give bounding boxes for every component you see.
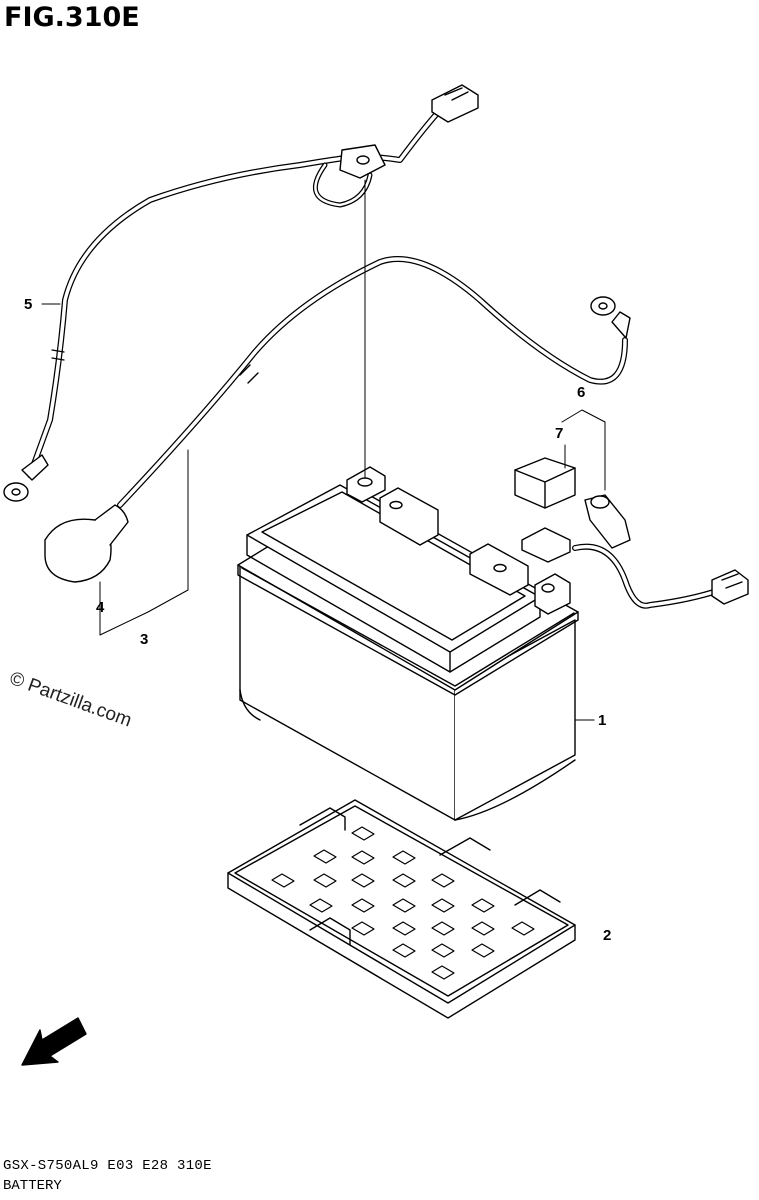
callout-2[interactable]: 2: [603, 927, 612, 944]
leader-lines: [41, 179, 606, 721]
relay-7-part[interactable]: [514, 457, 576, 509]
callout-3[interactable]: 3: [140, 631, 149, 648]
battery-tray-part[interactable]: [227, 799, 576, 1019]
section-name: BATTERY: [3, 1178, 62, 1194]
model-code: GSX-S750AL9 E03 E28 310E: [3, 1158, 212, 1174]
callout-5[interactable]: 5: [24, 296, 33, 313]
negative-cable-part[interactable]: [117, 256, 631, 508]
battery-part[interactable]: [237, 466, 579, 821]
callout-6[interactable]: 6: [577, 384, 586, 401]
callout-1[interactable]: 1: [598, 712, 607, 729]
callout-7[interactable]: 7: [555, 425, 564, 442]
cable-6-part[interactable]: [521, 494, 749, 609]
cable-5-part[interactable]: [3, 84, 479, 502]
figure-title: FIG.310E: [4, 2, 140, 33]
terminal-cover-part[interactable]: [44, 504, 129, 583]
tray-slots: [271, 826, 535, 980]
callout-4[interactable]: 4: [96, 599, 105, 616]
fwd-arrow: [21, 1017, 87, 1066]
